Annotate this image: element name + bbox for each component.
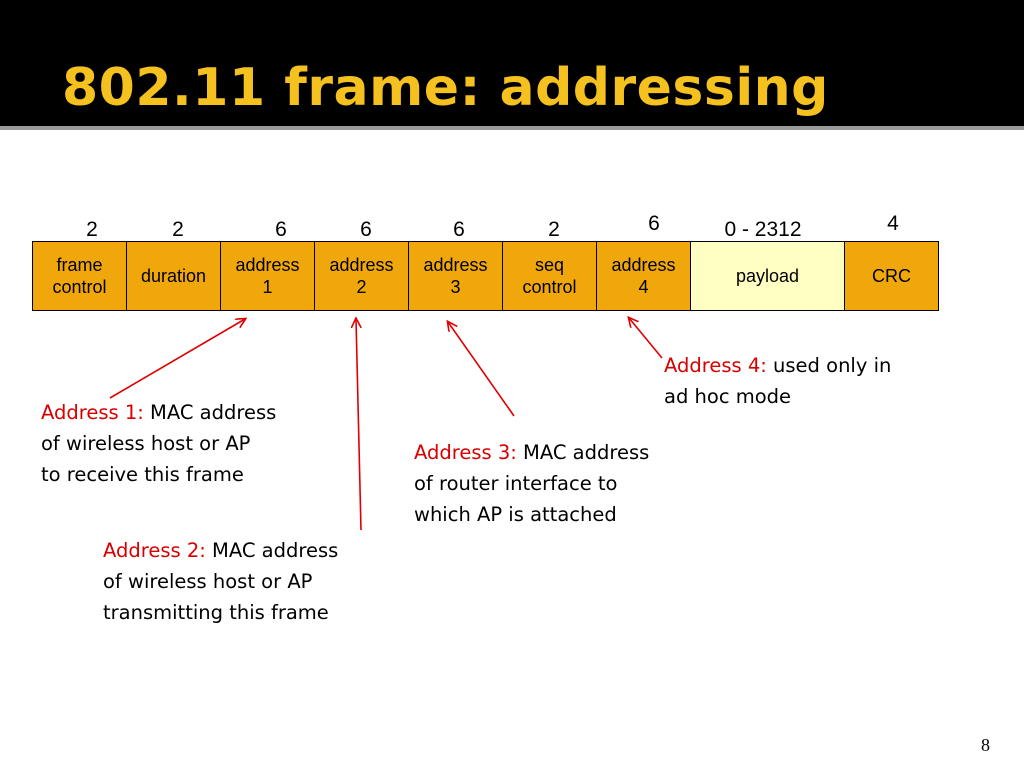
size-label-frame-control: 2 [86, 218, 98, 241]
field-crc: CRC [845, 242, 938, 310]
frame-format-row: frame control duration address 1 address… [32, 241, 939, 311]
field-address-4: address 4 [597, 242, 691, 310]
field-payload: payload [691, 242, 845, 310]
field-address-1: address 1 [221, 242, 315, 310]
note-address-3-line-1: Address 3: MAC address [414, 437, 649, 468]
title-divider [0, 126, 1024, 130]
size-label-duration: 2 [172, 218, 184, 241]
size-label-address-3: 6 [453, 218, 465, 241]
note-address-2-line-1: Address 2: MAC address [103, 535, 338, 566]
size-label-crc: 4 [887, 212, 899, 235]
size-label-address-2: 6 [360, 218, 372, 241]
note-address-3-text-1: MAC address [516, 441, 650, 464]
note-address-4-text-1: used only in [766, 354, 892, 377]
arrow-address-3 [448, 322, 515, 417]
note-address-2: Address 2: MAC address of wireless host … [103, 535, 338, 628]
field-address-3: address 3 [409, 242, 503, 310]
note-address-2-text-3: transmitting this frame [103, 601, 329, 624]
note-address-3-text-3: which AP is attached [414, 503, 617, 526]
arrow-address-2 [356, 319, 361, 531]
size-label-address-1: 6 [275, 218, 287, 241]
note-address-1-line-1: Address 1: MAC address [41, 397, 276, 428]
note-address-2-lead: Address 2: [103, 539, 206, 562]
size-label-address-4: 6 [648, 212, 660, 235]
note-address-4-lead: Address 4: [664, 354, 767, 377]
field-frame-control: frame control [33, 242, 127, 310]
note-address-2-text-2: of wireless host or AP [103, 570, 313, 593]
arrow-address-1 [109, 319, 245, 399]
note-address-1-text-1: MAC address [143, 401, 277, 424]
note-address-4-text-2: ad hoc mode [664, 385, 792, 408]
note-address-1: Address 1: MAC address of wireless host … [41, 397, 276, 490]
note-address-3: Address 3: MAC address of router interfa… [414, 437, 649, 530]
arrow-address-4 [629, 318, 663, 359]
field-seq-control: seq control [503, 242, 597, 310]
size-label-seq-control: 2 [548, 218, 560, 241]
title-bar [0, 0, 1024, 126]
note-address-1-lead: Address 1: [41, 401, 144, 424]
note-address-3-text-2: of router interface to [414, 472, 618, 495]
note-address-1-text-2: of wireless host or AP [41, 432, 251, 455]
field-address-2: address 2 [315, 242, 409, 310]
note-address-1-text-3: to receive this frame [41, 463, 244, 486]
note-address-3-lead: Address 3: [414, 441, 517, 464]
note-address-2-text-1: MAC address [205, 539, 339, 562]
field-duration: duration [127, 242, 221, 310]
note-address-4: Address 4: used only in ad hoc mode [664, 350, 891, 412]
slide-title: 802.11 frame: addressing [62, 58, 829, 118]
note-address-4-line-1: Address 4: used only in [664, 350, 891, 381]
size-label-payload: 0 - 2312 [724, 218, 802, 241]
page-number: 8 [981, 735, 990, 755]
